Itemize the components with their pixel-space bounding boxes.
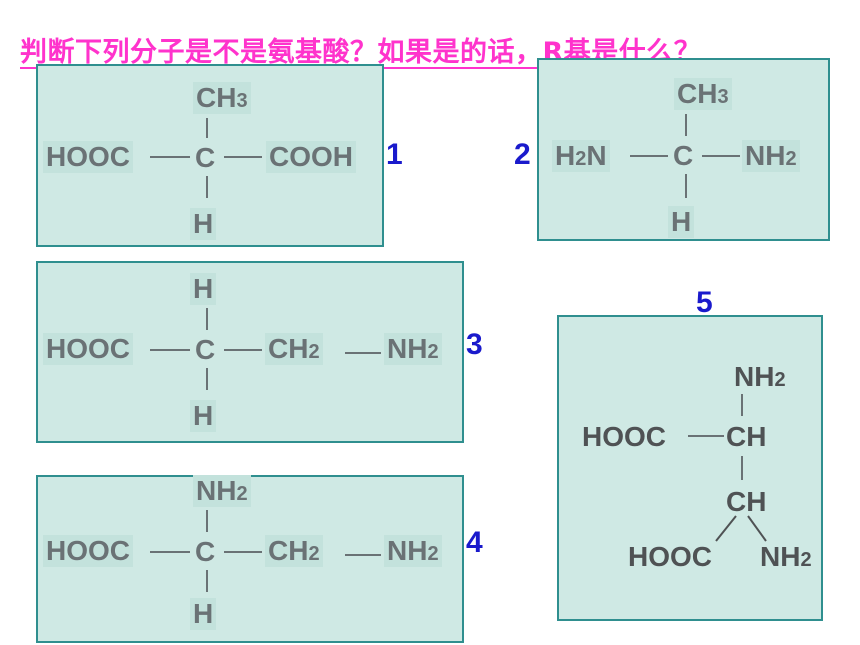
molecule-number-4: 4	[466, 526, 483, 559]
mol1-bond-right	[224, 156, 262, 158]
mol3-bond-top	[206, 308, 208, 330]
molecule-number-1: 1	[386, 138, 403, 171]
molecule-number-2: 2	[514, 138, 531, 171]
mol3-mid-group: CH2	[265, 333, 323, 365]
mol3-top-atom: H	[190, 273, 217, 305]
mol5-bottom-right-group: NH2	[760, 541, 812, 572]
mol4-bond-left	[150, 551, 190, 553]
mol4-bottom-atom: H	[190, 598, 217, 630]
mol5-bond-vertical	[741, 456, 743, 480]
mol1-left-group: HOOC	[43, 141, 133, 173]
mol3-center-atom: C	[195, 334, 216, 365]
mol2-left-group: H2N	[552, 140, 610, 172]
mol3-bond-right	[224, 349, 262, 351]
mol1-bond-bottom	[206, 176, 208, 198]
mol4-bond-top	[206, 510, 208, 532]
molecule-number-5: 5	[696, 286, 713, 319]
mol2-bond-top	[685, 114, 687, 136]
mol4-bond-right	[224, 551, 262, 553]
mol5-bottom-left-group: HOOC	[628, 541, 712, 572]
molecule-number-3: 3	[466, 328, 483, 361]
mol4-bond-mid	[345, 554, 381, 556]
mol5-lower-group: CH	[726, 486, 767, 517]
mol4-left-group: HOOC	[43, 535, 133, 567]
mol2-bottom-atom: H	[668, 206, 695, 238]
mol4-bond-bottom	[206, 570, 208, 592]
mol2-bond-right	[702, 155, 740, 157]
mol5-bond-left	[688, 435, 724, 437]
mol2-bond-bottom	[685, 174, 687, 198]
mol2-top-group: CH3	[674, 78, 732, 110]
mol3-bottom-atom: H	[190, 400, 217, 432]
mol3-bond-left	[150, 349, 190, 351]
mol4-right-group: NH2	[384, 535, 442, 567]
mol3-right-group: NH2	[384, 333, 442, 365]
mol5-bond-top	[741, 394, 743, 416]
mol4-top-group: NH2	[193, 475, 251, 507]
mol2-center-atom: C	[673, 140, 694, 171]
mol1-right-group: COOH	[266, 141, 356, 173]
mol1-bottom-atom: H	[190, 208, 217, 240]
mol3-left-group: HOOC	[43, 333, 133, 365]
mol3-bond-mid	[345, 352, 381, 354]
mol5-center-group: CH	[726, 421, 767, 452]
mol5-left-group: HOOC	[582, 421, 666, 452]
mol2-bond-left	[630, 155, 668, 157]
mol1-center-atom: C	[195, 142, 216, 173]
mol4-center-atom: C	[195, 536, 216, 567]
mol5-top-group: NH2	[734, 361, 786, 392]
mol2-right-group: NH2	[742, 140, 800, 172]
mol1-bond-top	[206, 118, 208, 138]
mol1-top-group: CH3	[193, 82, 251, 114]
mol4-mid-group: CH2	[265, 535, 323, 567]
mol1-bond-left	[150, 156, 190, 158]
molecule-5-box	[557, 315, 823, 621]
mol3-bond-bottom	[206, 368, 208, 390]
